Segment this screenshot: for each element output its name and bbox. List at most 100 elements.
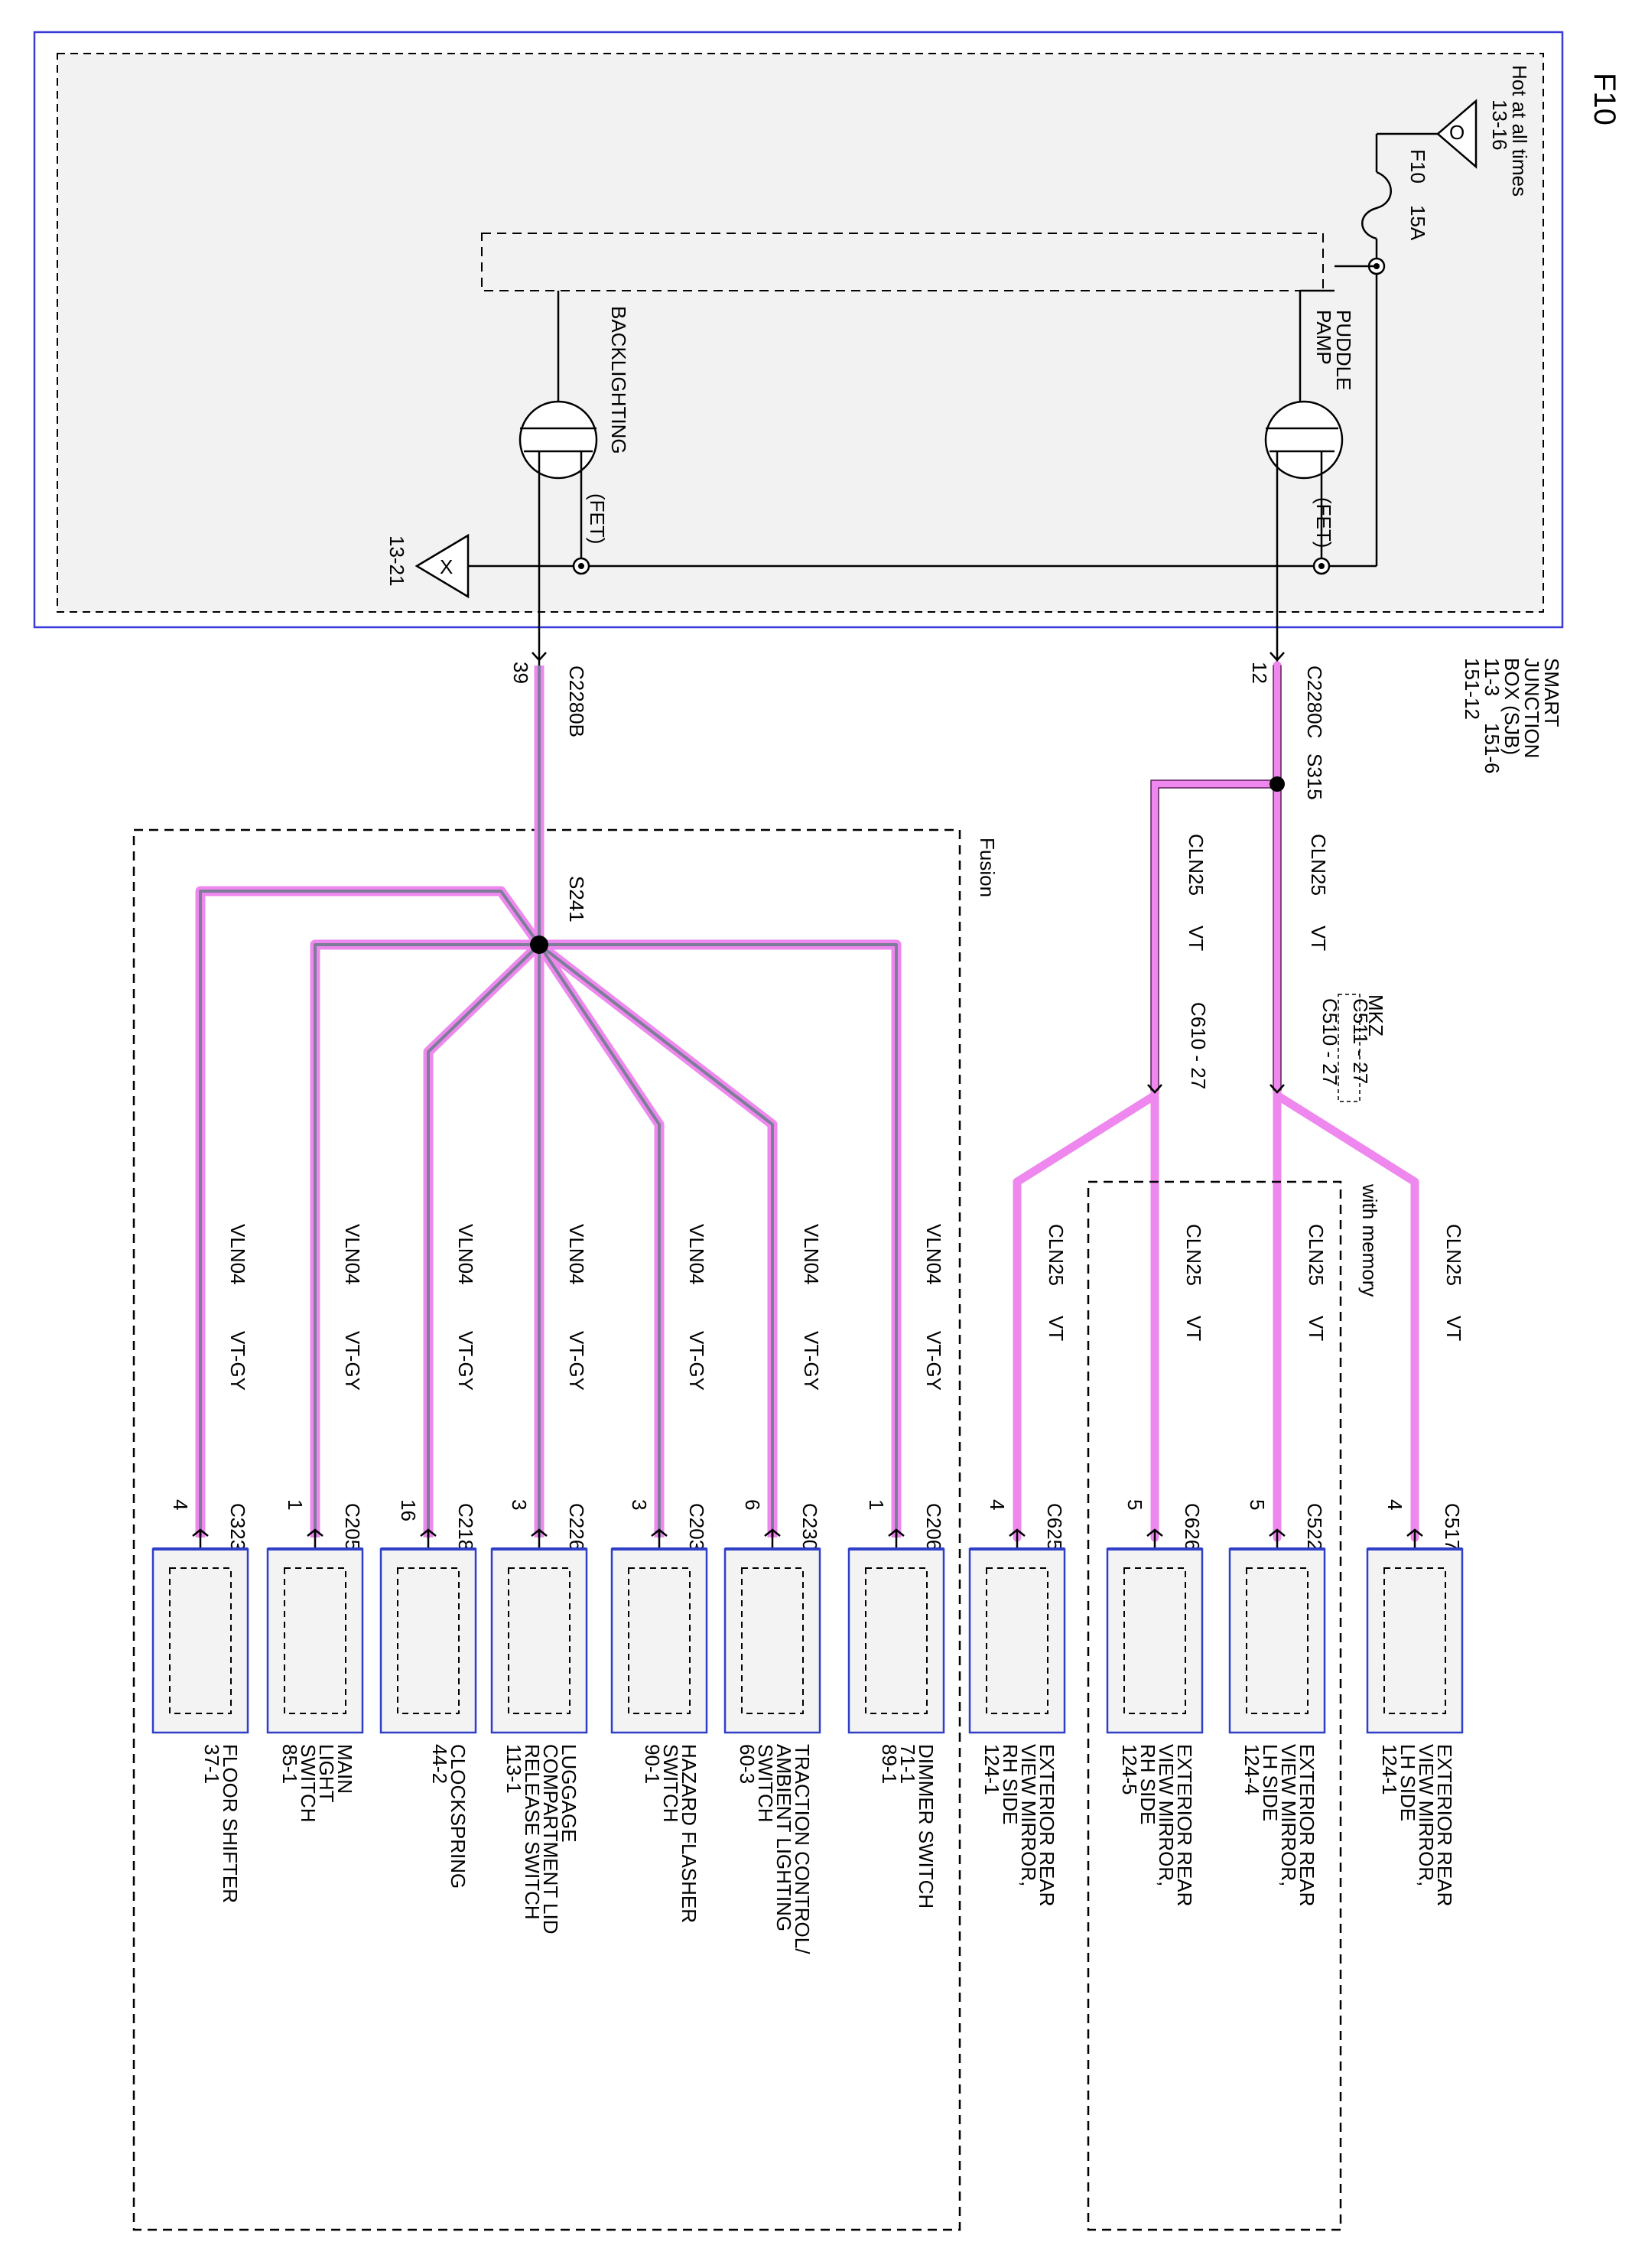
logic-module	[481, 233, 1324, 291]
svg-text:VT-GY: VT-GY	[565, 1331, 588, 1391]
splice-s241-label: S241	[565, 876, 588, 922]
connector-pin-label: 1	[865, 1499, 888, 1510]
svg-text:VT: VT	[1185, 926, 1208, 951]
connector-c2280b: C2280B 39	[509, 627, 588, 737]
component-inner	[986, 1567, 1048, 1714]
connector-pin-label: 1	[284, 1499, 307, 1510]
component-name-line: LIGHT	[315, 1744, 338, 1803]
hot-at-all-times-label: Hot at all times	[1508, 65, 1531, 197]
component-name-line: LH SIDE	[1259, 1744, 1282, 1821]
svg-text:VT-GY: VT-GY	[800, 1331, 823, 1391]
component-name-line: 44-2	[428, 1744, 451, 1784]
hot-ref-label: 13-16	[1488, 99, 1511, 151]
component-name-line: 89-1	[878, 1744, 901, 1784]
sjb-box: Hot at all times 13-16 O F10 15A X 13-21	[33, 31, 1564, 629]
connector-c2280c: C2280C 12	[1248, 627, 1326, 738]
component-inner	[1123, 1567, 1186, 1714]
component-name-line: VIEW MIRROR,	[1155, 1744, 1178, 1886]
puddle-lamp-label-2: PAMP	[1312, 310, 1335, 365]
splice-s241-node	[530, 936, 548, 954]
component-name-line: VIEW MIRROR,	[1017, 1744, 1040, 1886]
component-inner	[284, 1567, 346, 1714]
power-source-symbol: O	[1449, 121, 1465, 144]
component-name-line: VIEW MIRROR,	[1277, 1744, 1300, 1886]
component-name-line: DIMMER SWITCH	[915, 1744, 938, 1908]
component-box	[490, 1547, 588, 1734]
svg-text:JUNCTION: JUNCTION	[1520, 658, 1543, 758]
puddle-fet-label: (FET)	[1312, 497, 1335, 548]
connector-pin-label: 4	[1383, 1499, 1406, 1510]
page-label: F10	[1588, 73, 1621, 125]
power-source-icon: O	[1436, 99, 1478, 169]
svg-text:CLN25: CLN25	[1185, 834, 1208, 896]
fuse-icon	[1361, 171, 1392, 240]
connector-c2280c-label: C2280C	[1303, 665, 1326, 738]
component-inner	[865, 1567, 928, 1714]
connector-pin-label: 5	[1246, 1499, 1269, 1510]
component-inner	[628, 1567, 691, 1714]
component-box	[1106, 1547, 1204, 1734]
component-name-line: RH SIDE	[1136, 1744, 1159, 1824]
component-inner	[169, 1567, 232, 1714]
svg-text:CLN25: CLN25	[1045, 1224, 1068, 1286]
svg-text:VT-GY: VT-GY	[922, 1331, 945, 1391]
backlighting-fet-icon	[519, 400, 598, 480]
svg-text:CLN25: CLN25	[1305, 1224, 1328, 1286]
component-name-line: RH SIDE	[999, 1744, 1022, 1824]
svg-text:151-6: 151-6	[1481, 723, 1504, 774]
sjb-name-label: SMART JUNCTION BOX (SJB) 11-3 151-6 151-…	[1461, 658, 1563, 774]
connector-c2280b-pin: 39	[509, 662, 532, 684]
component-inner	[1383, 1567, 1446, 1714]
component-name-line: HAZARD FLASHER	[678, 1744, 701, 1923]
svg-text:151-12: 151-12	[1461, 658, 1484, 720]
component-name-line: TRACTION CONTROL/	[791, 1744, 814, 1954]
svg-text:VT-GY: VT-GY	[341, 1331, 364, 1391]
component-box	[151, 1547, 249, 1734]
component-box	[610, 1547, 708, 1734]
component-name-line: AMBIENT LIGHTING	[772, 1744, 795, 1931]
component-name-line: 124-4	[1240, 1744, 1263, 1795]
svg-text:VT: VT	[1307, 926, 1330, 951]
splice-s315-node	[1270, 776, 1285, 792]
component-inner	[1246, 1567, 1309, 1714]
component-name-line: 124-1	[980, 1744, 1003, 1795]
component-box	[1366, 1547, 1464, 1734]
fuse-id-label: F10	[1406, 149, 1429, 184]
mkz-connector-labels: MKZ C511 - 27 C510 - 27 C610 - 27	[1187, 994, 1387, 1102]
connector-label: C205	[341, 1503, 364, 1551]
component-name-line: 90-1	[641, 1744, 664, 1784]
component-name-line: FLOOR SHIFTER	[219, 1744, 242, 1903]
svg-text:VLN04: VLN04	[922, 1224, 945, 1285]
connector-c2280c-pin: 12	[1248, 662, 1271, 684]
component-inner	[397, 1567, 460, 1714]
component-name-line: EXTERIOR REAR	[1433, 1744, 1456, 1906]
with-memory-region	[1087, 1180, 1342, 2231]
svg-text:VLN04: VLN04	[226, 1224, 249, 1285]
svg-text:CLN25: CLN25	[1442, 1224, 1465, 1286]
puddle-lamp-label-1: PUDDLE	[1332, 310, 1355, 390]
component-name-line: MAIN	[333, 1744, 356, 1794]
component-name-line: 60-3	[736, 1744, 759, 1784]
component-name-line: LUGGAGE	[558, 1744, 580, 1843]
component-box	[968, 1547, 1066, 1734]
vln04-wire-group	[195, 665, 902, 1537]
connector-pin-label: 3	[508, 1499, 531, 1510]
mkz-title: MKZ	[1364, 994, 1387, 1036]
component-name-line: LH SIDE	[1396, 1744, 1419, 1821]
component-name-line: 71-1	[896, 1744, 919, 1784]
svg-text:CLN25: CLN25	[1307, 834, 1330, 896]
component-name-line: 124-1	[1378, 1744, 1401, 1795]
component-box	[379, 1547, 477, 1734]
with-memory-label: with memory	[1358, 1183, 1381, 1297]
component-box	[723, 1547, 821, 1734]
component-name-line: SWITCH	[754, 1744, 777, 1823]
svg-text:VT: VT	[1182, 1316, 1205, 1341]
ground-ref-label: 13-21	[385, 535, 408, 587]
